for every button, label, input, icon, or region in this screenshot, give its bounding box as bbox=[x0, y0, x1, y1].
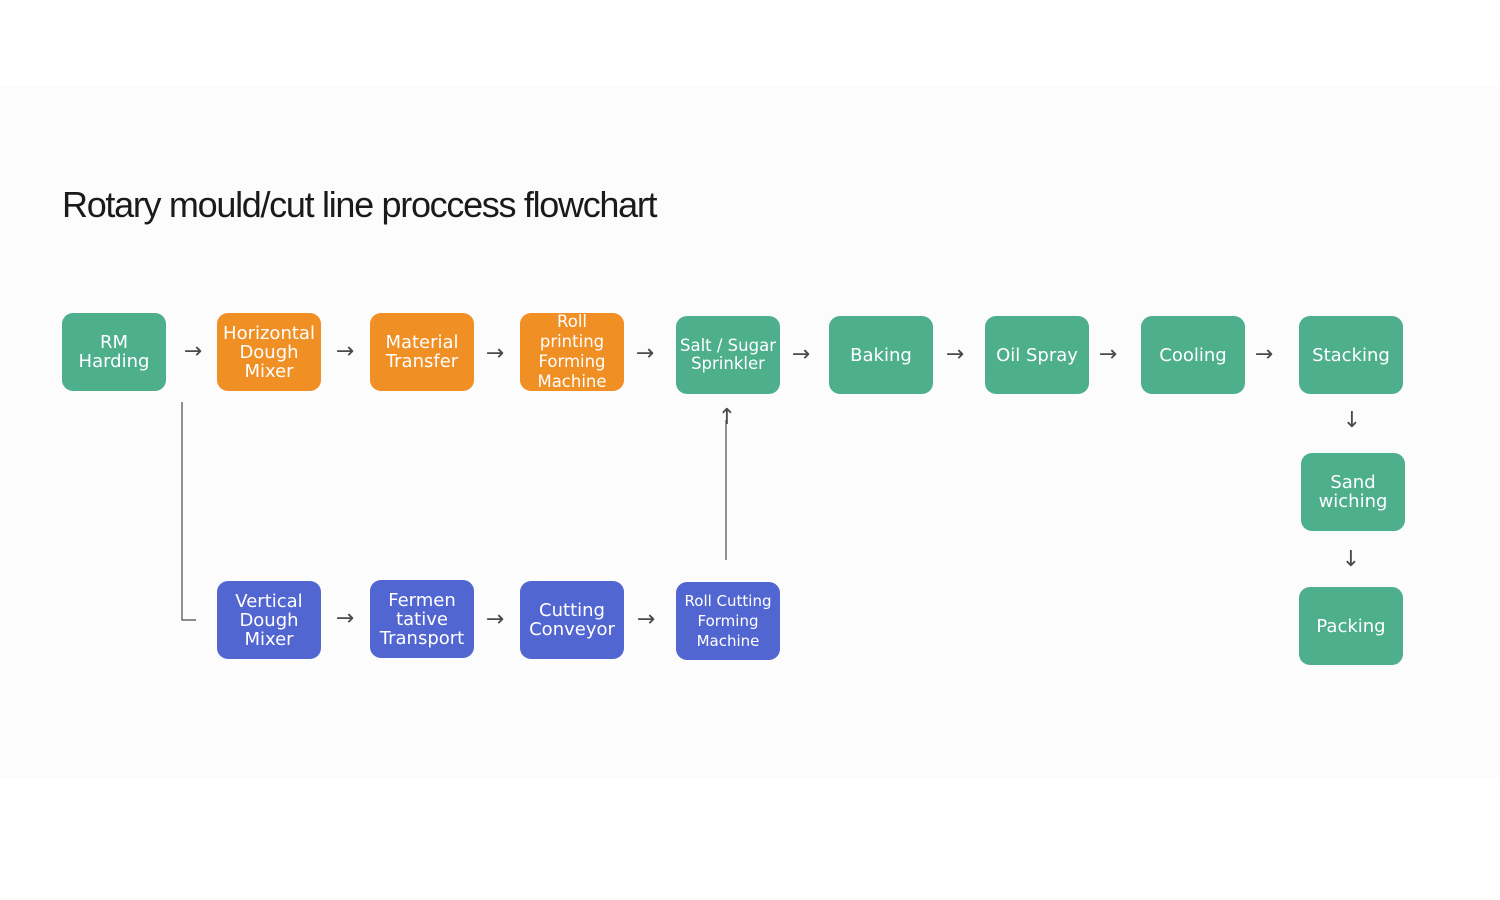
node-label-line: Packing bbox=[1316, 615, 1386, 637]
page-title: Rotary mould/cut line proccess flowchart bbox=[62, 184, 658, 225]
node-label-line: Sprinkler bbox=[691, 354, 765, 373]
node-label-line: Roll Cutting bbox=[684, 592, 772, 610]
node-label-line: Salt / Sugar bbox=[680, 336, 776, 355]
node-label-line: Mixer bbox=[244, 360, 294, 382]
node-rm-harding: RM Harding bbox=[62, 313, 166, 391]
connector-rm-harding-to-vertical-dough-mixer bbox=[181, 402, 196, 621]
node-fermentative-transport: Fermen tative Transport bbox=[370, 580, 474, 658]
node-salt-sugar-sprinkler: Salt / Sugar Sprinkler bbox=[676, 316, 780, 394]
arrow-right-icon: → bbox=[485, 341, 505, 366]
arrow-right-icon: → bbox=[485, 607, 505, 632]
arrow-right-icon: → bbox=[791, 342, 811, 367]
node-label-line: Cutting bbox=[539, 600, 605, 621]
node-label-line: Transport bbox=[379, 627, 465, 649]
arrow-up-icon: ↑ bbox=[717, 405, 737, 430]
node-label-line: Vertical bbox=[235, 590, 303, 612]
node-cutting-conveyor: Cutting Conveyor bbox=[520, 581, 624, 659]
node-label-line: Harding bbox=[78, 351, 150, 372]
node-label-line: Machine bbox=[696, 632, 760, 650]
arrow-right-icon: → bbox=[335, 339, 355, 364]
node-label-line: Mixer bbox=[244, 628, 294, 650]
node-oil-spray: Oil Spray bbox=[985, 316, 1089, 394]
node-label-line: Transfer bbox=[385, 351, 459, 372]
node-baking: Baking bbox=[829, 316, 933, 394]
arrow-right-icon: → bbox=[635, 341, 655, 366]
arrow-right-icon: → bbox=[183, 339, 203, 364]
node-label-line: tative bbox=[396, 608, 448, 630]
node-horizontal-dough-mixer: Horizontal Dough Mixer bbox=[217, 313, 321, 391]
node-sandwiching: Sand wiching bbox=[1301, 453, 1405, 531]
node-label-line: Oil Spray bbox=[996, 344, 1078, 366]
node-label-line: printing bbox=[539, 332, 605, 351]
arrow-down-icon: ↓ bbox=[1341, 547, 1361, 572]
node-label-line: Sand bbox=[1330, 472, 1376, 493]
node-roll-printing-forming-machine: Roll printing Forming Machine bbox=[520, 313, 624, 391]
node-label-line: Forming bbox=[538, 352, 606, 371]
node-vertical-dough-mixer: Vertical Dough Mixer bbox=[217, 581, 321, 659]
node-material-transfer: Material Transfer bbox=[370, 313, 474, 391]
node-label-line: Dough bbox=[239, 609, 299, 631]
arrow-right-icon: → bbox=[636, 607, 656, 632]
arrow-right-icon: → bbox=[1098, 342, 1118, 367]
node-label-line: Machine bbox=[537, 372, 607, 391]
node-label-line: wiching bbox=[1318, 491, 1388, 512]
arrow-right-icon: → bbox=[335, 606, 355, 631]
node-label-line: Stacking bbox=[1312, 344, 1390, 366]
node-label-line: Material bbox=[385, 332, 459, 353]
node-label-line: Conveyor bbox=[529, 619, 615, 640]
node-packing: Packing bbox=[1299, 587, 1403, 665]
arrow-right-icon: → bbox=[1254, 342, 1274, 367]
node-label-line: RM bbox=[99, 332, 129, 353]
node-label-line: Forming bbox=[697, 612, 759, 630]
node-cooling: Cooling bbox=[1141, 316, 1245, 394]
diagram-panel bbox=[0, 86, 1500, 778]
node-label-line: Dough bbox=[239, 341, 299, 363]
node-label-line: Roll bbox=[557, 313, 587, 331]
node-label-line: Baking bbox=[850, 344, 912, 366]
node-label-line: Cooling bbox=[1159, 344, 1227, 366]
node-label-line: Fermen bbox=[388, 589, 456, 611]
arrow-right-icon: → bbox=[945, 342, 965, 367]
arrow-down-icon: ↓ bbox=[1342, 408, 1362, 433]
node-stacking: Stacking bbox=[1299, 316, 1403, 394]
node-label-line: Horizontal bbox=[223, 322, 315, 344]
node-roll-cutting-forming-machine: Roll Cutting Forming Machine bbox=[676, 582, 780, 660]
